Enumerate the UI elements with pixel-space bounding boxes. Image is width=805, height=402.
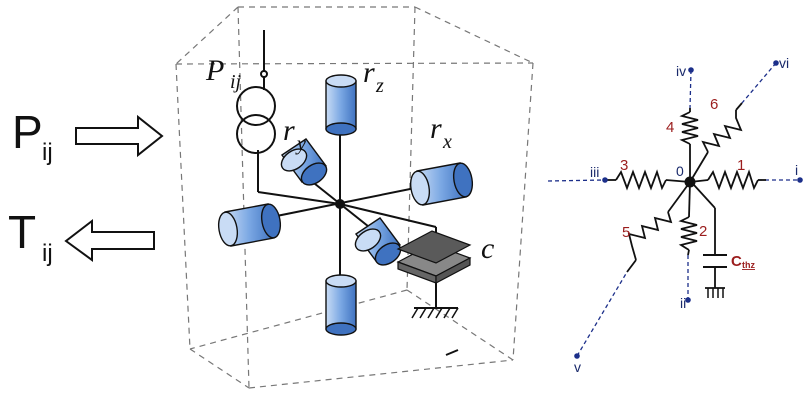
resistor-3-icon (615, 169, 667, 191)
resistor-5-icon (627, 211, 673, 261)
center-node-dot (684, 176, 696, 188)
rx-label: r (430, 112, 442, 145)
output-arrow-icon (64, 218, 155, 262)
cube-power-label: P (205, 54, 224, 87)
resistor-6-icon (701, 110, 743, 153)
rx-left-cylinder (217, 203, 282, 247)
input-power-label: P (12, 106, 43, 158)
thermal-capacitor-icon (703, 254, 727, 298)
ry-back-cylinder (280, 138, 328, 186)
node-vi-label: vi (779, 55, 789, 71)
resistor-2-icon (678, 216, 698, 251)
resistor-1-label: 1 (737, 157, 745, 174)
ry-front-cylinder (354, 217, 402, 266)
ry-subscript: y (295, 133, 306, 155)
cube-center-node (335, 199, 345, 209)
resistor-network: 0 i ii iii iv v vi 1 2 3 4 5 6 C thz (547, 55, 803, 375)
rz-subscript: z (375, 75, 384, 97)
capacitance-label: c (481, 232, 494, 265)
rx-right-cylinder (409, 162, 474, 206)
output-temperature-label: T (8, 206, 36, 258)
node-dots (574, 60, 803, 359)
node-v-label: v (574, 359, 581, 375)
capacitor-label: C (731, 253, 742, 270)
input-power-subscript: ij (42, 139, 53, 166)
cube-node-model: P ij r z r y r x c (175, 6, 534, 389)
power-source-icon (236, 70, 276, 154)
ry-label: r (283, 114, 295, 147)
resistor-4-icon (679, 111, 699, 145)
resistor-4-label: 4 (666, 119, 674, 136)
resistor-5-label: 5 (622, 224, 630, 241)
cube-tick-mark (445, 349, 459, 356)
capacitor-subscript: thz (742, 260, 755, 270)
cube-power-subscript: ij (230, 71, 242, 93)
resistor-2-label: 2 (699, 223, 707, 240)
dashed-cube (175, 6, 534, 389)
input-arrow-icon (75, 114, 164, 158)
resistor-6-label: 6 (710, 96, 718, 113)
node-iv-label: iv (676, 63, 686, 79)
output-temperature-subscript: ij (42, 240, 53, 267)
resistor-1-icon (707, 169, 759, 191)
resistor-3-label: 3 (620, 157, 628, 174)
capacitance-block (396, 230, 472, 319)
input-output-panel: P ij T ij (8, 106, 164, 267)
rz-top-cylinder (325, 74, 357, 136)
center-node-label: 0 (676, 163, 684, 179)
node-i-label: i (795, 162, 798, 178)
rz-label: r (363, 56, 375, 89)
rz-bottom-cylinder (325, 274, 357, 336)
rx-subscript: x (442, 131, 452, 153)
node-iii-label: iii (590, 164, 599, 180)
dotted-axes (547, 62, 800, 357)
node-ii-label: ii (680, 295, 686, 311)
